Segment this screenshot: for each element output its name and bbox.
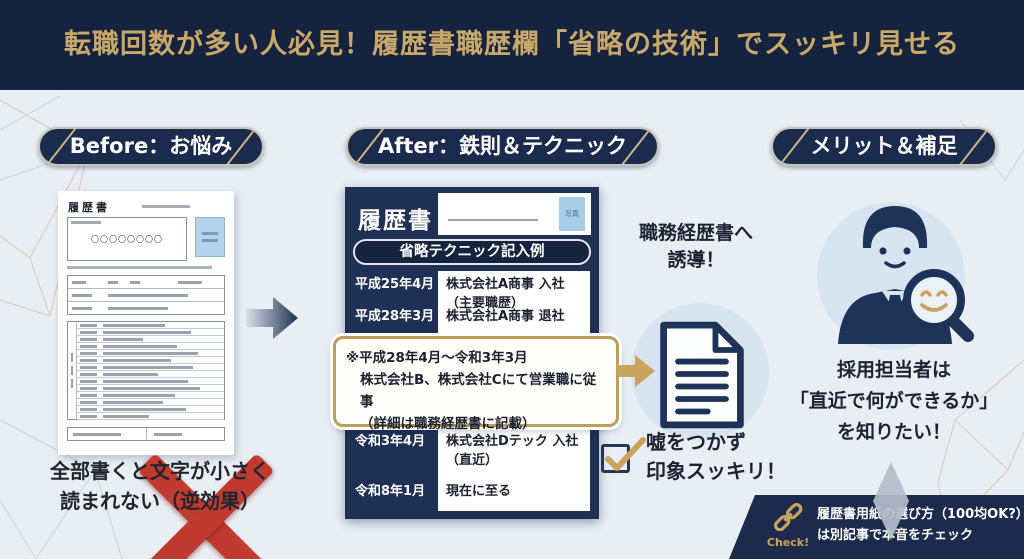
resume-row-placeholder	[77, 329, 224, 336]
entry-text: 株式会社A商事 退社	[446, 309, 565, 324]
omission-technique-callout: ※平成28年4月～令和3年3月 株式会社B、株式会社Cにて営業職に従事 （詳細は…	[333, 336, 619, 432]
name-line-placeholder	[448, 219, 538, 221]
merit-section-pill: メリット＆補足	[771, 127, 997, 166]
callout-to-document-arrow-icon	[617, 355, 655, 387]
resume-text-placeholder	[67, 266, 212, 269]
recruiter-with-magnifier-icon	[838, 206, 974, 344]
resume-history-table	[67, 321, 225, 420]
resume-name-box: 〇〇〇〇〇〇〇〇	[67, 217, 187, 261]
resume-row-placeholder	[77, 336, 224, 343]
example-pill: 省略テクニック記入例	[353, 239, 591, 265]
after-card-header-area: 写真	[438, 193, 591, 235]
before-pill-label: Before：お悩み	[69, 134, 233, 158]
entry-date: 平成25年4月	[355, 277, 435, 292]
resume-row-placeholder	[77, 406, 224, 413]
resume-row-placeholder	[77, 364, 224, 371]
career-sheet-lead-text: 職務経歴書へ 誘導！	[638, 222, 753, 271]
resume-history-rows	[77, 322, 224, 420]
merit-pill-label: メリット＆補足	[810, 134, 958, 158]
before-caption: 全部書くと文字が小さく 読まれない（逆効果）	[50, 459, 270, 513]
after-card-title: 履歴書	[358, 208, 433, 234]
resume-title: 履歴書	[68, 201, 110, 214]
before-to-after-arrow-icon	[246, 297, 298, 339]
resume-row-placeholder	[77, 378, 224, 385]
resume-row-placeholder	[77, 413, 224, 420]
resume-side-label	[68, 322, 77, 419]
document-icon	[660, 321, 744, 429]
header-bar: 転職回数が多い人必見！履歴書職歴欄「省略の技術」でスッキリ見せる	[0, 0, 1024, 90]
footer-icon-block: Check!	[765, 502, 811, 549]
pill-slash-decoration	[953, 129, 995, 164]
entry-text: 株式会社Dテック 入社（直近）	[446, 434, 579, 468]
entry-date: 令和3年4月	[355, 434, 426, 449]
resume-row-placeholder	[77, 343, 224, 350]
checkbox-icon	[601, 437, 646, 473]
resume-row-placeholder	[77, 322, 224, 329]
gold-checkmark-icon	[605, 437, 646, 471]
footer-link-text[interactable]: 履歴書用紙の選び方（100均OK?） は別記事で本音をチェック	[817, 507, 1024, 543]
entry-text: 株式会社A商事 入社（主要職歴）	[446, 277, 565, 311]
resume-photo-box	[195, 217, 225, 257]
link-icon	[773, 502, 803, 532]
resume-name-circles: 〇〇〇〇〇〇〇〇	[91, 235, 163, 244]
resume-row-placeholder	[77, 385, 224, 392]
resume-format-note-placeholder	[142, 205, 190, 208]
pill-slash-decoration	[773, 129, 815, 164]
resume-row-placeholder	[77, 392, 224, 399]
no-lies-text: 嘘をつかず 印象スッキリ！	[646, 430, 786, 483]
resume-personal-table	[67, 275, 225, 315]
entry-date: 令和8年1月	[355, 484, 426, 499]
crowded-resume-preview: 履歴書 〇〇〇〇〇〇〇〇	[58, 191, 275, 559]
entry-text: 現在に至る	[446, 484, 512, 499]
after-section-pill: After：鉄則＆テクニック	[346, 127, 659, 166]
page-title: 転職回数が多い人必見！履歴書職歴欄「省略の技術」でスッキリ見せる	[64, 29, 960, 60]
before-section-pill: Before：お悩み	[38, 127, 264, 166]
entry-date: 平成28年3月	[355, 309, 435, 324]
recruiter-wants-text: 採用担当者は 「直近で何ができるか」 を知りたい！	[789, 359, 999, 443]
check-label: Check!	[766, 536, 810, 549]
resume-row-placeholder	[77, 371, 224, 378]
resume-footer-box	[67, 427, 225, 441]
after-pill-label: After：鉄則＆テクニック	[377, 134, 628, 158]
resume-photo-box: 写真	[559, 197, 585, 231]
resume-row-placeholder	[77, 357, 224, 364]
resume-row-placeholder	[77, 399, 224, 406]
resume-row-placeholder	[77, 350, 224, 357]
